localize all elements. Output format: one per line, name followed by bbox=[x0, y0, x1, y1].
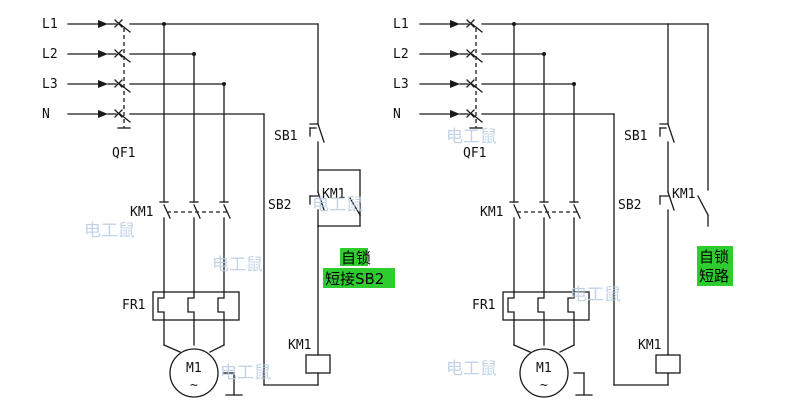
phase-arrows bbox=[67, 20, 108, 118]
motor-label: M1 bbox=[186, 361, 202, 376]
phase-label-l2: L2 bbox=[42, 47, 58, 62]
left-note-line1: 自锁 bbox=[341, 249, 371, 267]
right-note-bg bbox=[697, 246, 733, 286]
breaker-qf1 bbox=[107, 19, 131, 129]
left-note-bg2 bbox=[323, 268, 395, 288]
phase-label-l1-r: L1 bbox=[393, 17, 409, 32]
overload-fr1 bbox=[152, 291, 240, 353]
motor-symbol: ~ bbox=[190, 378, 198, 393]
phase-label-n: N bbox=[42, 107, 50, 122]
contactor-label: KM1 bbox=[130, 205, 153, 220]
left-note-bg1 bbox=[340, 248, 368, 266]
watermark: 电工鼠 bbox=[446, 127, 497, 147]
watermarks: 电工鼠 电工鼠 电工鼠 电工鼠 电工鼠 电工鼠 电工鼠 bbox=[84, 127, 621, 383]
overload-label: FR1 bbox=[122, 298, 145, 313]
contactor-km1-main bbox=[159, 201, 231, 293]
start-button-label-r: SB2 bbox=[618, 198, 641, 213]
motor-symbol-r: ~ bbox=[540, 378, 548, 393]
overload-fr1-r bbox=[502, 291, 590, 353]
watermark: 电工鼠 bbox=[212, 255, 263, 275]
left-note-line2: 短接SB2 bbox=[325, 270, 384, 288]
phase-label-l1: L1 bbox=[42, 17, 58, 32]
breaker-qf1-r bbox=[459, 19, 483, 129]
right-circuit: L1 L2 L3 N QF1 bbox=[393, 17, 733, 398]
breaker-label: QF1 bbox=[112, 146, 135, 161]
stop-button-label-r: SB1 bbox=[624, 129, 647, 144]
watermark: 电工鼠 bbox=[570, 285, 621, 305]
coil-label-r: KM1 bbox=[638, 338, 661, 353]
breaker-label-r: QF1 bbox=[463, 146, 486, 161]
aux-contact-label: KM1 bbox=[322, 187, 345, 202]
motor-m1-r bbox=[519, 348, 593, 398]
motor-label-r: M1 bbox=[536, 361, 552, 376]
right-note-line1: 自锁 bbox=[699, 248, 729, 266]
phase-label-l2-r: L2 bbox=[393, 47, 409, 62]
control-circuit-left bbox=[263, 23, 361, 386]
phase-label-n-r: N bbox=[393, 107, 401, 122]
watermark: 电工鼠 bbox=[312, 195, 363, 215]
motor-m1 bbox=[169, 348, 243, 398]
stop-button-label: SB1 bbox=[274, 129, 297, 144]
start-button-label: SB2 bbox=[268, 198, 291, 213]
watermark: 电工鼠 bbox=[446, 359, 497, 379]
left-circuit: L1 L2 L3 N QF1 bbox=[42, 17, 395, 398]
power-bus bbox=[129, 22, 319, 203]
right-note-line2: 短路 bbox=[699, 267, 729, 285]
phase-label-l3-r: L3 bbox=[393, 77, 409, 92]
phase-label-l3: L3 bbox=[42, 77, 58, 92]
watermark: 电工鼠 bbox=[84, 221, 135, 241]
aux-contact-label-r: KM1 bbox=[672, 187, 695, 202]
control-circuit-right bbox=[613, 23, 709, 386]
contactor-km1-main-r bbox=[509, 201, 581, 293]
power-bus-r bbox=[481, 22, 669, 203]
contactor-label-r: KM1 bbox=[480, 205, 503, 220]
coil-label: KM1 bbox=[288, 338, 311, 353]
overload-label-r: FR1 bbox=[472, 298, 495, 313]
phase-arrows-r bbox=[419, 20, 460, 118]
watermark: 电工鼠 bbox=[220, 363, 271, 383]
